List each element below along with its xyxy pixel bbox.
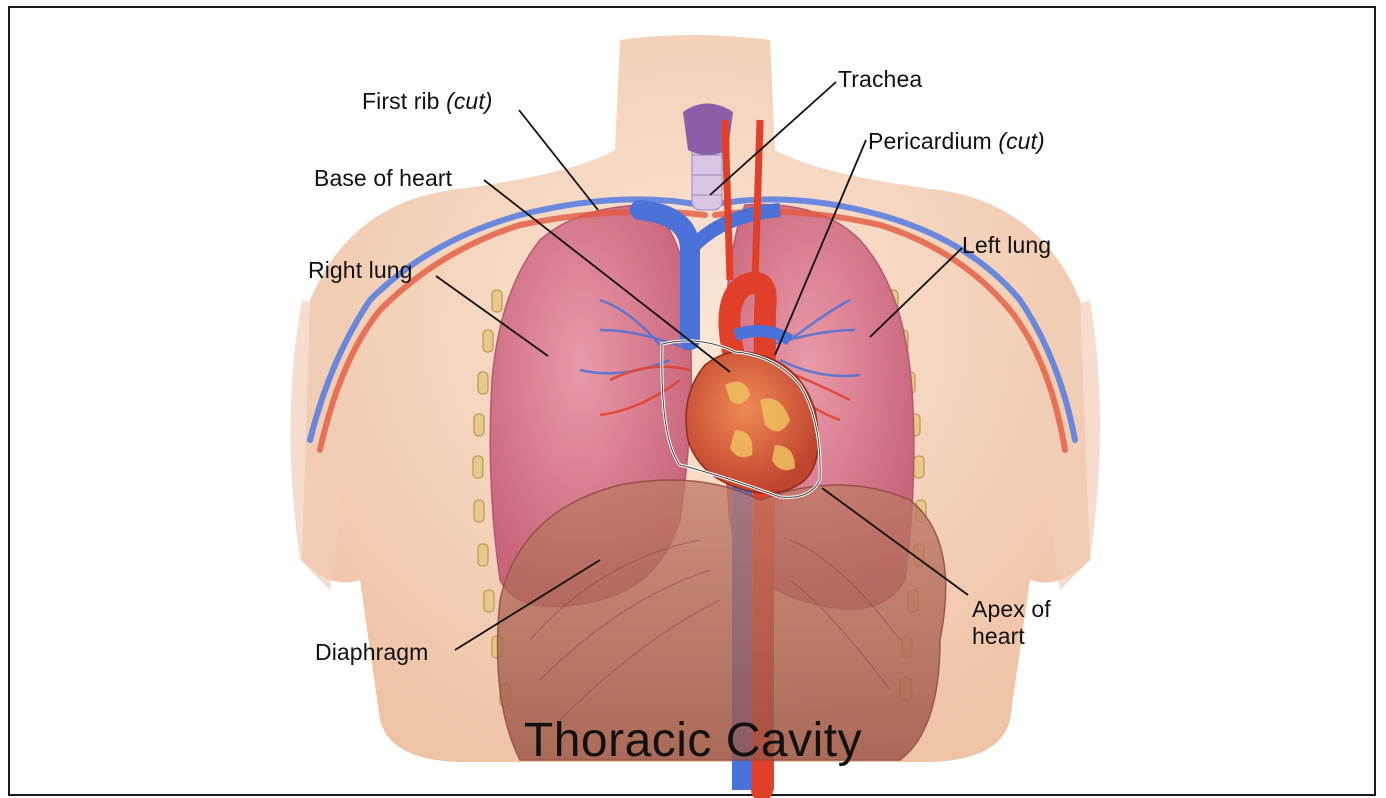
label-diaphragm-text: Diaphragm <box>315 639 428 665</box>
label-left-lung: Left lung <box>962 232 1051 258</box>
label-pericardium-text: Pericardium <box>868 128 992 154</box>
label-pericardium: Pericardium (cut) <box>868 128 1045 154</box>
label-left-lung-text: Left lung <box>962 232 1051 258</box>
label-pericardium-note: (cut) <box>998 128 1045 154</box>
label-right-lung-text: Right lung <box>308 257 413 283</box>
label-first-rib: First rib (cut) <box>362 88 493 114</box>
label-right-lung: Right lung <box>308 257 413 283</box>
figure-title: Thoracic Cavity <box>0 713 1386 769</box>
label-trachea-text: Trachea <box>838 66 922 92</box>
label-base-of-heart: Base of heart <box>314 165 452 191</box>
label-base-of-heart-text: Base of heart <box>314 165 452 191</box>
carotid-right <box>725 120 730 280</box>
label-apex-of-heart: Apex of heart <box>972 596 1082 650</box>
label-trachea: Trachea <box>838 66 922 92</box>
label-apex-of-heart-text: Apex of heart <box>972 596 1051 649</box>
label-diaphragm: Diaphragm <box>315 639 428 665</box>
label-first-rib-note: (cut) <box>446 88 493 114</box>
label-first-rib-text: First rib <box>362 88 440 114</box>
carotid-left <box>755 120 760 280</box>
